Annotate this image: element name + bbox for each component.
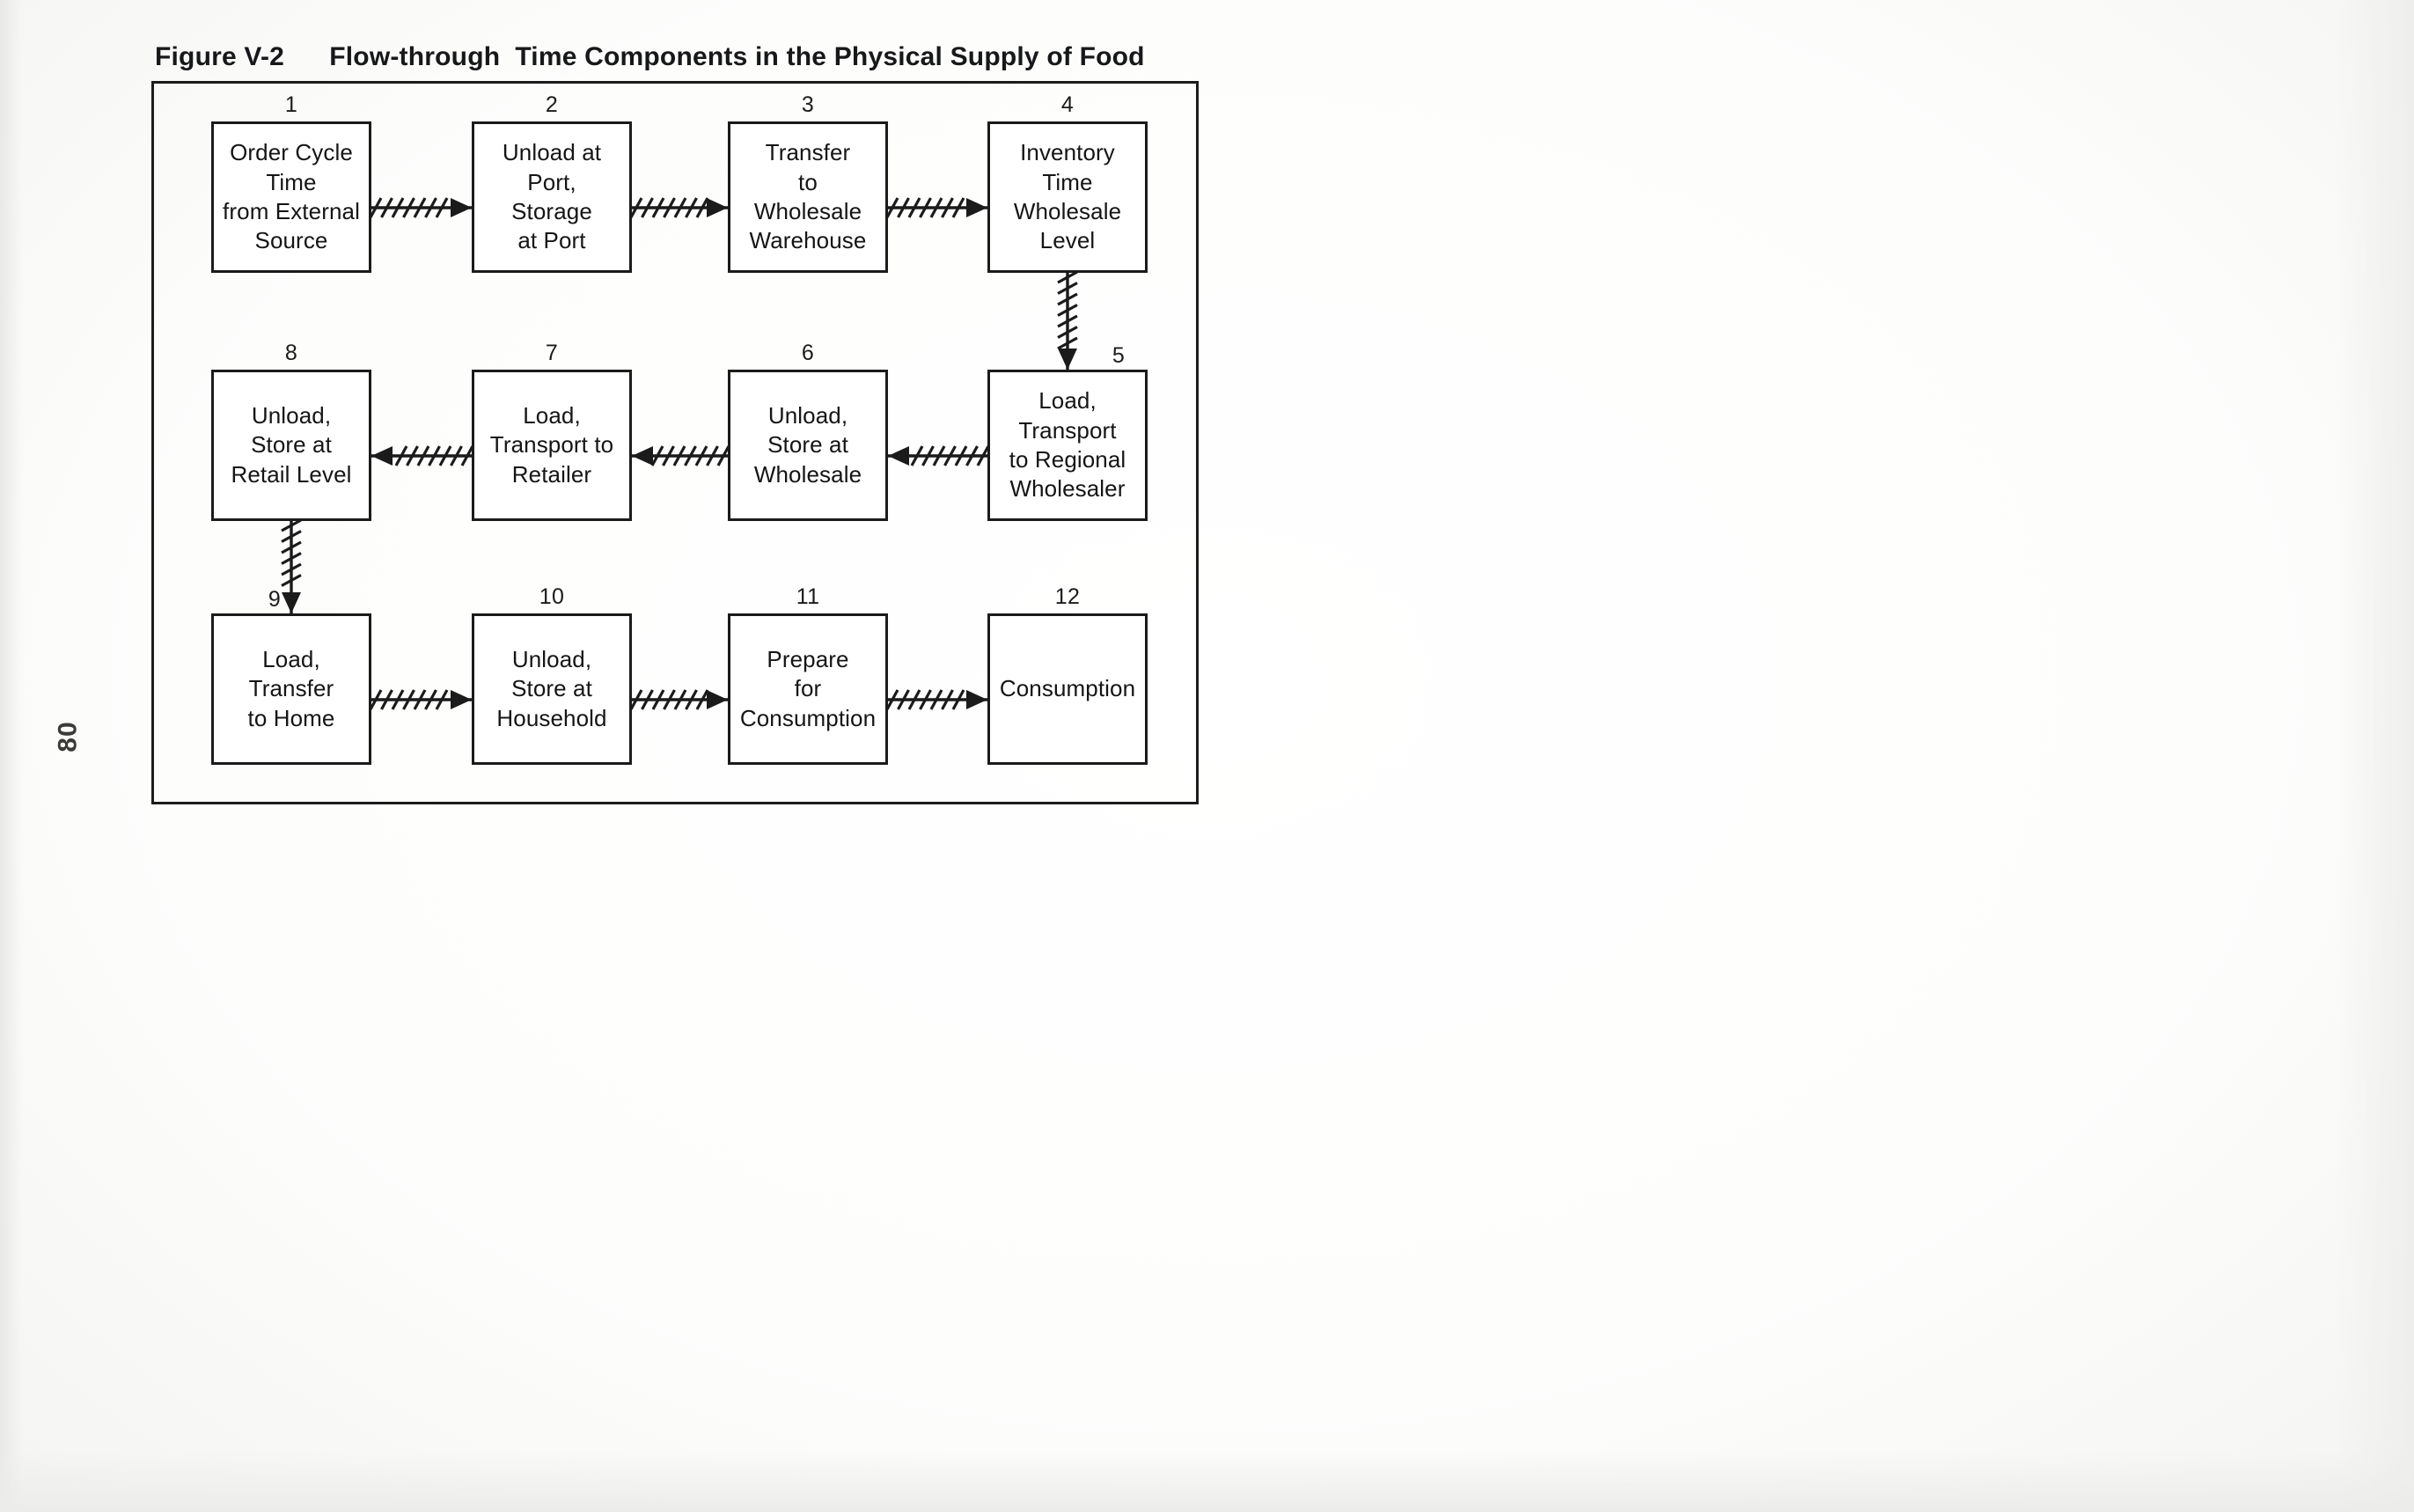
process-node-10[interactable]: Unload, Store at Household — [472, 613, 632, 765]
process-node-label: Unload, Store at Wholesale — [753, 402, 862, 488]
connector-9-to-10 — [369, 689, 472, 710]
process-node-number-11: 11 — [796, 584, 820, 609]
process-node-5[interactable]: Load, Transport to Regional Wholesaler — [987, 370, 1148, 521]
process-node-number-4: 4 — [1060, 92, 1075, 117]
connector-7-to-8 — [371, 445, 474, 466]
process-node-11[interactable]: Prepare for Consumption — [728, 613, 888, 765]
scan-edge-right — [2335, 0, 2414, 1512]
process-node-number-12: 12 — [1054, 584, 1081, 609]
process-node-number-2: 2 — [545, 92, 559, 117]
process-node-label: Load, Transport to Regional Wholesaler — [1009, 387, 1126, 503]
process-node-number-9: 9 — [268, 587, 282, 612]
connector-2-to-3 — [629, 197, 728, 218]
process-node-1[interactable]: Order Cycle Time from External Source — [211, 121, 371, 273]
connector-5-to-6 — [888, 445, 990, 466]
figure-title: Figure V-2 Flow-through Time Components … — [155, 42, 1145, 71]
process-node-label: Consumption — [999, 675, 1136, 702]
process-node-12[interactable]: Consumption — [987, 613, 1148, 765]
diagram-outer-frame — [151, 81, 1199, 804]
connector-11-to-12 — [885, 689, 987, 710]
process-node-number-3: 3 — [801, 92, 815, 117]
process-node-number-8: 8 — [284, 341, 298, 365]
scan-edge-bottom — [0, 1450, 2414, 1512]
process-node-label: Prepare for Consumption — [739, 646, 877, 731]
scan-edge-left — [0, 0, 23, 1512]
process-node-label: Order Cycle Time from External Source — [223, 139, 360, 254]
process-node-label: Inventory Time Wholesale Level — [1013, 139, 1122, 254]
connector-4-to-5 — [1057, 270, 1078, 370]
process-node-6[interactable]: Unload, Store at Wholesale — [728, 370, 888, 521]
process-node-number-10: 10 — [539, 584, 565, 609]
process-node-2[interactable]: Unload at Port, Storage at Port — [472, 121, 632, 273]
process-node-label: Unload, Store at Retail Level — [231, 402, 352, 488]
process-node-9[interactable]: Load, Transfer to Home — [211, 613, 371, 765]
process-node-8[interactable]: Unload, Store at Retail Level — [211, 370, 371, 521]
process-node-label: Unload at Port, Storage at Port — [502, 139, 602, 254]
process-node-4[interactable]: Inventory Time Wholesale Level — [987, 121, 1148, 273]
connector-6-to-7 — [632, 445, 730, 466]
connector-10-to-11 — [629, 689, 728, 710]
process-node-7[interactable]: Load, Transport to Retailer — [472, 370, 632, 521]
connector-3-to-4 — [885, 197, 987, 218]
process-node-label: Transfer to Wholesale Warehouse — [749, 139, 867, 254]
connector-1-to-2 — [369, 197, 472, 218]
process-node-3[interactable]: Transfer to Wholesale Warehouse — [728, 121, 888, 273]
process-node-number-6: 6 — [801, 341, 815, 365]
process-node-label: Load, Transfer to Home — [247, 646, 335, 731]
process-node-label: Load, Transport to Retailer — [489, 402, 614, 488]
process-node-label: Unload, Store at Household — [496, 646, 607, 731]
process-node-number-7: 7 — [545, 341, 559, 365]
process-node-number-5: 5 — [1112, 343, 1126, 368]
process-node-number-1: 1 — [284, 92, 298, 117]
